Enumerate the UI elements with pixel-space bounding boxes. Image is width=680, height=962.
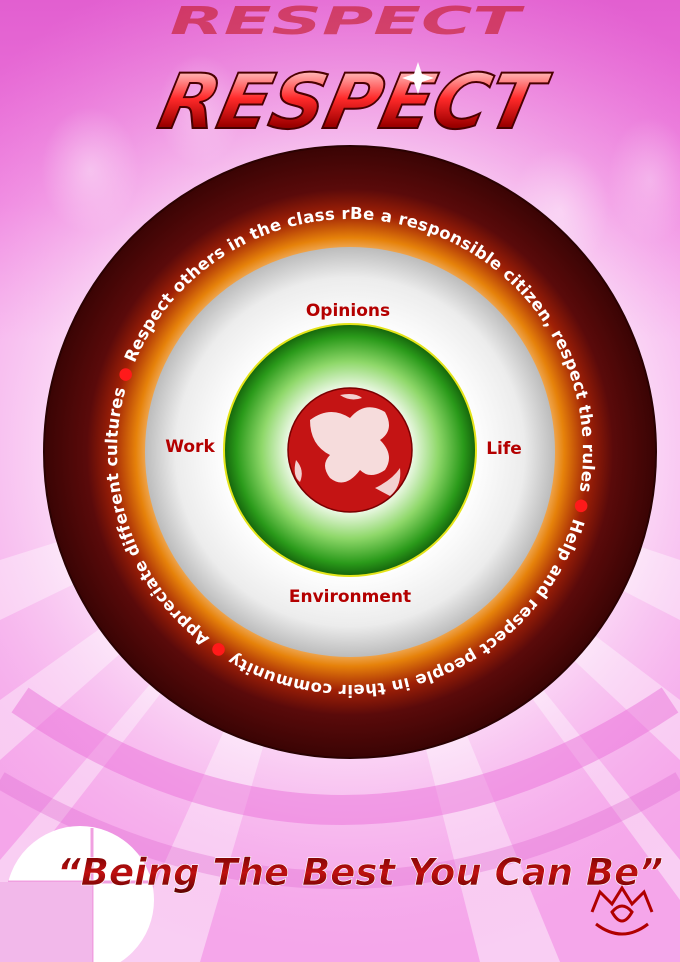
- globe-icon: [287, 387, 413, 513]
- ring-bullet: ●: [571, 497, 593, 516]
- label-life: Life: [486, 439, 522, 459]
- title-reflection: RESPECT: [170, 0, 526, 44]
- label-opinions: Opinions: [306, 301, 390, 321]
- slogan: “Being The Best You Can Be”: [57, 851, 663, 894]
- title: RESPECT: [152, 59, 557, 147]
- label-work: Work: [165, 437, 215, 457]
- svg-text:RESPECT: RESPECT: [170, 0, 526, 44]
- ring-bullet: ●: [113, 364, 136, 384]
- crown-logo-icon: [590, 885, 654, 936]
- sparkle-icon: [402, 62, 434, 94]
- label-environment: Environment: [289, 587, 411, 607]
- ring-bullet: ●: [0, 0, 7, 4]
- corner-circle-decoration: [0, 826, 154, 962]
